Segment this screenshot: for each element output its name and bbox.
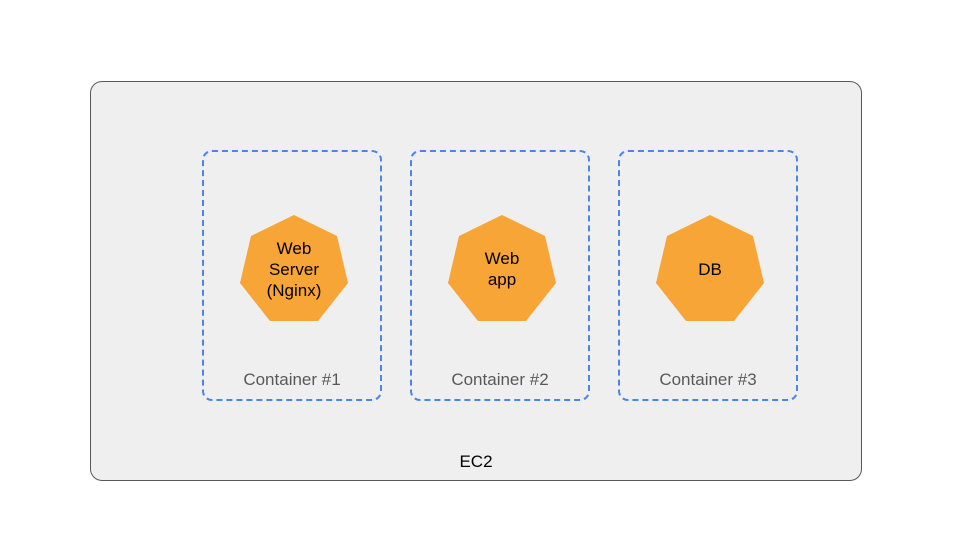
heptagon-icon <box>240 215 348 321</box>
ec2-instance-box: Web Server (Nginx) Container #1 Web app … <box>90 81 862 481</box>
heptagon-icon <box>448 215 556 321</box>
web-app-label: Web app <box>484 249 520 289</box>
container-1-box: Web Server (Nginx) Container #1 <box>202 150 382 401</box>
ec2-label: EC2 <box>459 452 493 471</box>
db-label: DB <box>698 259 722 279</box>
heptagon-icon <box>656 215 764 321</box>
web-app-node: Web app <box>446 213 558 323</box>
web-server-label: Web Server (Nginx) <box>266 238 322 300</box>
container-2-box: Web app Container #2 <box>410 150 590 401</box>
db-node: DB <box>654 213 766 323</box>
container-1-label: Container #1 <box>243 370 341 389</box>
container-3-label: Container #3 <box>659 370 757 389</box>
container-3-box: DB Container #3 <box>618 150 798 401</box>
container-2-label: Container #2 <box>451 370 549 389</box>
web-server-node: Web Server (Nginx) <box>238 213 350 323</box>
